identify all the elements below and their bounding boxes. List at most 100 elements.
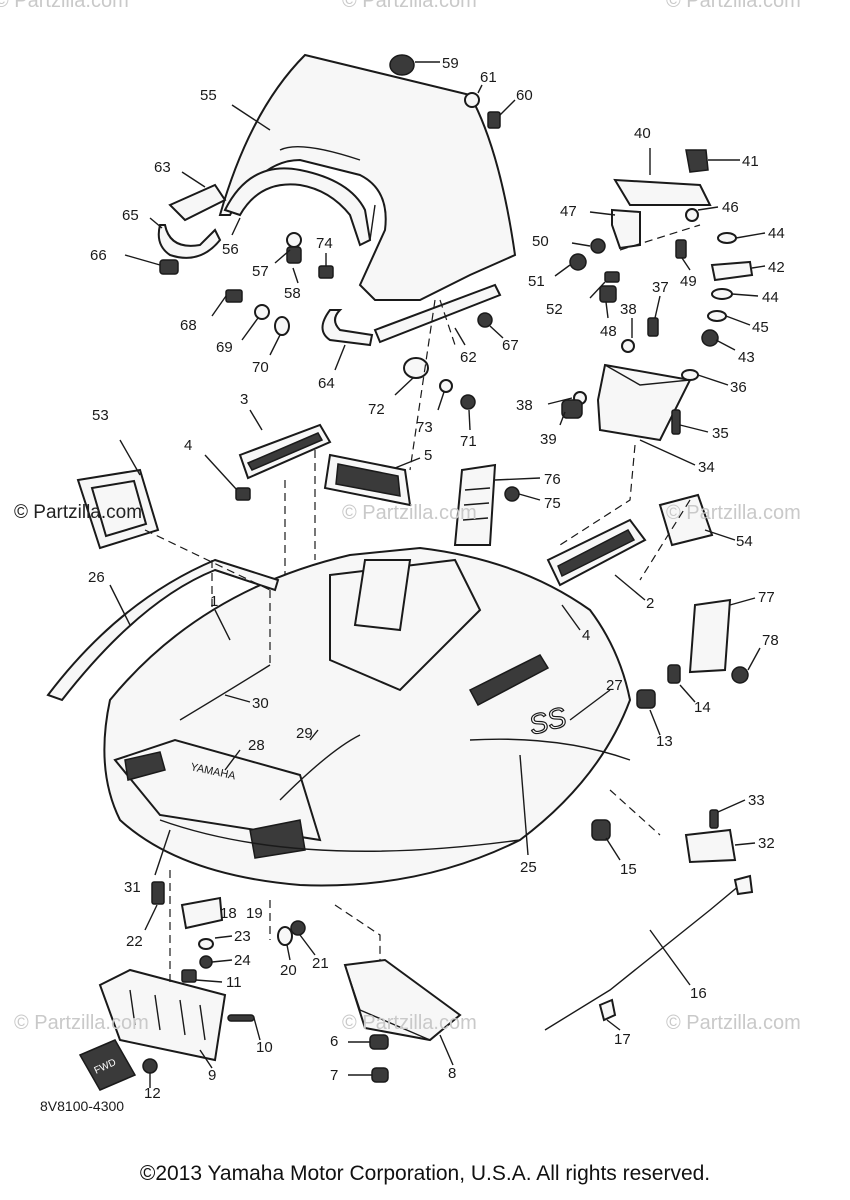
callout: 57 (252, 263, 269, 280)
collar-52 (604, 271, 620, 283)
copyright-notice: ©2013 Yamaha Motor Corporation, U.S.A. A… (139, 1162, 711, 1185)
callout: 21 (312, 955, 329, 972)
gauge-cover-76 (453, 463, 497, 546)
grommet-57 (286, 232, 302, 248)
nut-74 (318, 265, 334, 279)
watermark-bottom-center: © Partzilla.com (342, 1012, 477, 1034)
hood-grille-left (124, 751, 166, 781)
callout: 9 (208, 1067, 216, 1084)
callout: 73 (416, 419, 433, 436)
pin-33 (709, 809, 719, 829)
plate-42 (710, 260, 754, 282)
callout: 52 (546, 301, 563, 318)
callout: 38 (620, 301, 637, 318)
hood-nose-panel (113, 738, 322, 842)
callout: 17 (614, 1031, 631, 1048)
washer-69 (254, 304, 270, 320)
vent-5-grille (335, 463, 401, 497)
nut-67 (477, 312, 493, 328)
callout: 69 (216, 339, 233, 356)
bushing-48 (599, 285, 617, 303)
callout: 53 (92, 407, 109, 424)
watermark-bottom-right: © Partzilla.com (666, 1012, 801, 1034)
trim-strip-62 (373, 283, 502, 344)
washer-70 (274, 316, 290, 336)
callout: 38 (516, 397, 533, 414)
callout: 47 (560, 203, 577, 220)
callout: 46 (722, 199, 739, 216)
watermark-top-center: © Partzilla.com (342, 0, 477, 12)
bracket-47 (611, 208, 641, 250)
callout: 65 (122, 207, 139, 224)
callout: 43 (738, 349, 755, 366)
knob-41 (685, 149, 709, 173)
nut-66 (159, 259, 179, 275)
watermark-bottom-left: © Partzilla.com (14, 1012, 149, 1034)
cable-16 (544, 884, 741, 1031)
callout: 48 (600, 323, 617, 340)
callout: 66 (90, 247, 107, 264)
bolt-37 (647, 317, 659, 337)
vent-3-grille (246, 432, 324, 471)
callout: 34 (698, 459, 715, 476)
callout: 36 (730, 379, 747, 396)
callout: 26 (88, 569, 105, 586)
callout: 77 (758, 589, 775, 606)
washer-46 (685, 208, 699, 222)
watermark-top-right: © Partzilla.com (666, 0, 801, 12)
screw-60 (487, 111, 501, 129)
bushing-72 (403, 357, 429, 379)
callout: 8 (448, 1065, 456, 1082)
bracket-77 (688, 598, 732, 674)
callout: 71 (460, 433, 477, 450)
callout: 19 (246, 905, 263, 922)
callout: 74 (316, 235, 333, 252)
callout: 39 (540, 431, 557, 448)
hood-windshield-opening (353, 559, 412, 632)
callout: 4 (184, 437, 192, 454)
grommet-7 (371, 1067, 389, 1083)
bolt-22 (151, 881, 165, 905)
callout: 5 (424, 447, 432, 464)
callout: 14 (694, 699, 711, 716)
grommet-13 (636, 689, 656, 709)
callout: 41 (742, 153, 759, 170)
washer-36 (681, 369, 699, 381)
callout: 7 (330, 1067, 338, 1084)
watermark-mid-right: © Partzilla.com (666, 502, 801, 524)
washer-73 (439, 379, 453, 393)
nut-21 (290, 920, 306, 936)
callout: 20 (280, 962, 297, 979)
washer-45 (707, 310, 727, 322)
frame-53-inner (90, 479, 148, 538)
clip-35 (671, 409, 681, 435)
callout: 58 (284, 285, 301, 302)
grommet-39 (561, 399, 583, 419)
callout: 18 (220, 905, 237, 922)
washer-61 (464, 92, 480, 108)
watermark-primary: © Partzilla.com (14, 502, 143, 523)
callout: 78 (762, 632, 779, 649)
callout: 56 (222, 241, 239, 258)
washer-20 (277, 926, 293, 946)
watermark-top-left: © Partzilla.com (0, 0, 129, 12)
grommet-15 (591, 819, 611, 841)
callout: 35 (712, 425, 729, 442)
hood-vent-right (468, 654, 550, 707)
callout: 49 (680, 273, 697, 290)
callout-labels: 59 61 60 55 63 65 66 56 57 74 58 68 69 7… (88, 55, 785, 1102)
bracket-40 (613, 178, 712, 206)
callout: 29 (296, 725, 313, 742)
callout: 45 (752, 319, 769, 336)
callout: 10 (256, 1039, 273, 1056)
callout: 22 (126, 933, 143, 950)
plate-54 (658, 493, 714, 547)
callout: 70 (252, 359, 269, 376)
callout: 13 (656, 733, 673, 750)
callout: 33 (748, 792, 765, 809)
bolt-14 (667, 664, 681, 684)
callout: 51 (528, 273, 545, 290)
leader-lines (109, 61, 766, 1088)
callout: 54 (736, 533, 753, 550)
